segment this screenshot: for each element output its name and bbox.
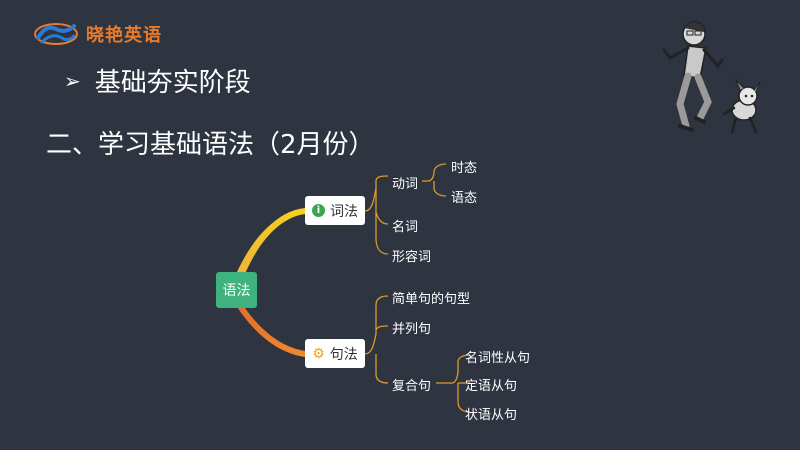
connector-cifa	[364, 175, 389, 255]
leaf-dongci: 动词	[392, 177, 419, 192]
branch-jufa-label: 句法	[329, 346, 358, 363]
info-icon: i	[312, 204, 325, 217]
branch-jufa: ⚙ 句法	[305, 339, 365, 368]
leaf-zhuangyu: 状语从句	[465, 408, 518, 423]
leaf-binglieju: 并列句	[392, 322, 432, 337]
connector-dongci	[422, 163, 447, 197]
mindmap-root: 语法	[216, 272, 257, 308]
leaf-mingcixing: 名词性从句	[465, 351, 531, 366]
connector-jufa	[364, 295, 389, 384]
section-title: 二、学习基础语法（2月份）	[46, 130, 375, 160]
brand-mark-icon	[32, 20, 80, 48]
leaf-jiandanju: 简单句的句型	[392, 292, 471, 307]
branch-cifa: i 词法	[305, 196, 365, 225]
brand-logo: 晓艳英语	[32, 20, 162, 48]
leaf-fuheju: 复合句	[392, 379, 432, 394]
branch-link-top-stroke	[237, 208, 308, 278]
branch-cifa-label: 词法	[330, 203, 358, 220]
brand-name: 晓艳英语	[86, 25, 162, 46]
gear-icon: ⚙	[312, 345, 325, 362]
stage-heading: ➢ 基础夯实阶段	[64, 62, 251, 99]
leaf-dingyu: 定语从句	[465, 379, 518, 394]
leaf-yutai: 语态	[451, 191, 478, 206]
connector-fuheju	[436, 354, 471, 413]
leaf-mingci: 名词	[392, 220, 419, 235]
runner-with-dog-icon	[660, 14, 770, 144]
leaf-shitai: 时态	[451, 161, 478, 176]
arrow-bullet-icon: ➢	[64, 68, 81, 93]
stage-title: 基础夯实阶段	[94, 68, 251, 98]
branch-link-bottom-stroke	[237, 303, 308, 357]
leaf-xingrongci: 形容词	[392, 250, 432, 265]
